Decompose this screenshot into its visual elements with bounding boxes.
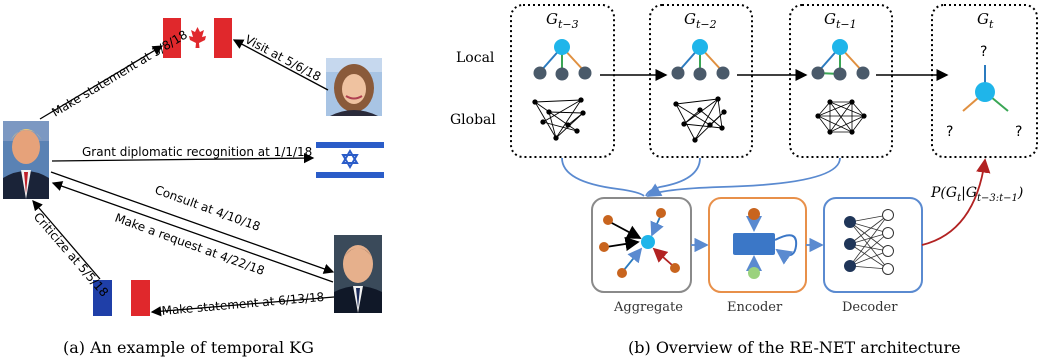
decoder-module [823,197,923,293]
decoder-input-node [844,216,856,228]
decoder-output-node [882,245,894,257]
graph-title-t-2: Gt−2 [684,10,717,31]
flow-t-3 [561,157,645,197]
edge-trump-canada [39,45,164,120]
gray-node [578,66,592,80]
local-graph-t-1 [811,39,870,81]
decoder-output-node [882,263,894,275]
row-label-local: Local [456,50,495,66]
encoder-block [733,233,775,255]
global-graph-t-1 [815,99,867,135]
sanders-photo [326,58,382,116]
edge-label-make-statement-6-13: Make statement at 6/13/18 [161,290,325,318]
snapshot-box-t [931,4,1038,158]
center-node [692,39,708,55]
orange-node [748,208,760,220]
decoder-output-node [882,227,894,239]
edge-sanders-canada [232,39,329,91]
unknown-node-top: ? [980,44,987,60]
edge-trump-macron-consult [50,171,335,274]
orange-node [656,208,666,218]
edge-france-trump [32,200,101,280]
flow-t-1 [646,157,841,197]
edge-macron-trump-request [51,181,334,283]
orange-node [599,242,609,252]
edge-label-criticize-5-5: Criticize at 5/5/18 [31,210,112,300]
aggregate-label: Aggregate [613,300,683,315]
row-label-global: Global [450,112,496,128]
panel-a: Make statement at 3/8/18 Visit at 5/6/18… [3,18,384,357]
caption-a: (a) An example of temporal KG [63,338,314,357]
gray-node [533,66,547,80]
gray-node [833,67,847,81]
edge-trump-israel [51,152,315,164]
panel-b: Local Global Gt−3 Gt−2 Gt−1 Gt [450,4,1038,357]
gray-node [555,67,569,81]
israel-flag [316,139,384,181]
center-node [554,39,570,55]
local-graph-t-2 [671,39,730,81]
aggregate-module [591,197,692,293]
graph-title-t: Gt [977,10,994,31]
edge-label-visit-5-6: Visit at 5/6/18 [243,32,324,84]
gray-node [693,67,707,81]
center-node [975,82,995,102]
encoder-label: Encoder [727,300,783,315]
probability-expression: P(Gt|Gt−3:t−1) [930,185,1023,204]
gray-node [671,66,685,80]
global-graph-t-2 [673,96,727,143]
snapshot-box-t-1 [789,4,893,158]
encoder-module [708,197,807,293]
decoder-label: Decoder [842,300,898,315]
gray-node [811,66,825,80]
local-graph-t-3 [533,39,592,81]
orange-node [603,215,613,225]
snapshot-box-t-2 [649,4,753,158]
edge-label-consult-4-10: Consult at 4/10/18 [153,183,262,234]
france-flag [93,280,150,316]
edge-label-grant-recognition: Grant diplomatic recognition at 1/1/18 [82,145,312,159]
decoder-input-node [844,260,856,272]
edge-macron-france [150,296,335,317]
canada-flag [163,18,232,58]
feedback-arrow [921,158,991,246]
caption-b: (b) Overview of the RE-NET architecture [628,338,961,357]
decoder-output-node [882,209,894,221]
gray-node [716,66,730,80]
edge-label-make-statement-3-8: Make statement at 3/8/18 [49,27,190,119]
graph-title-t-3: Gt−3 [546,10,579,31]
target-graph-t: ? ? ? [946,44,1022,140]
gray-node [856,66,870,80]
green-node [748,267,760,279]
graph-title-t-1: Gt−1 [824,10,857,31]
trump-photo [3,121,49,199]
orange-node [670,263,680,273]
center-node [832,39,848,55]
unknown-node-right: ? [1015,124,1022,140]
decoder-input-node [844,238,856,250]
orange-node [617,268,627,278]
snapshot-box-t-3 [510,4,615,158]
global-graph-t-3 [532,97,586,141]
unknown-node-left: ? [946,124,953,140]
macron-photo [334,235,382,313]
center-node [641,235,655,249]
